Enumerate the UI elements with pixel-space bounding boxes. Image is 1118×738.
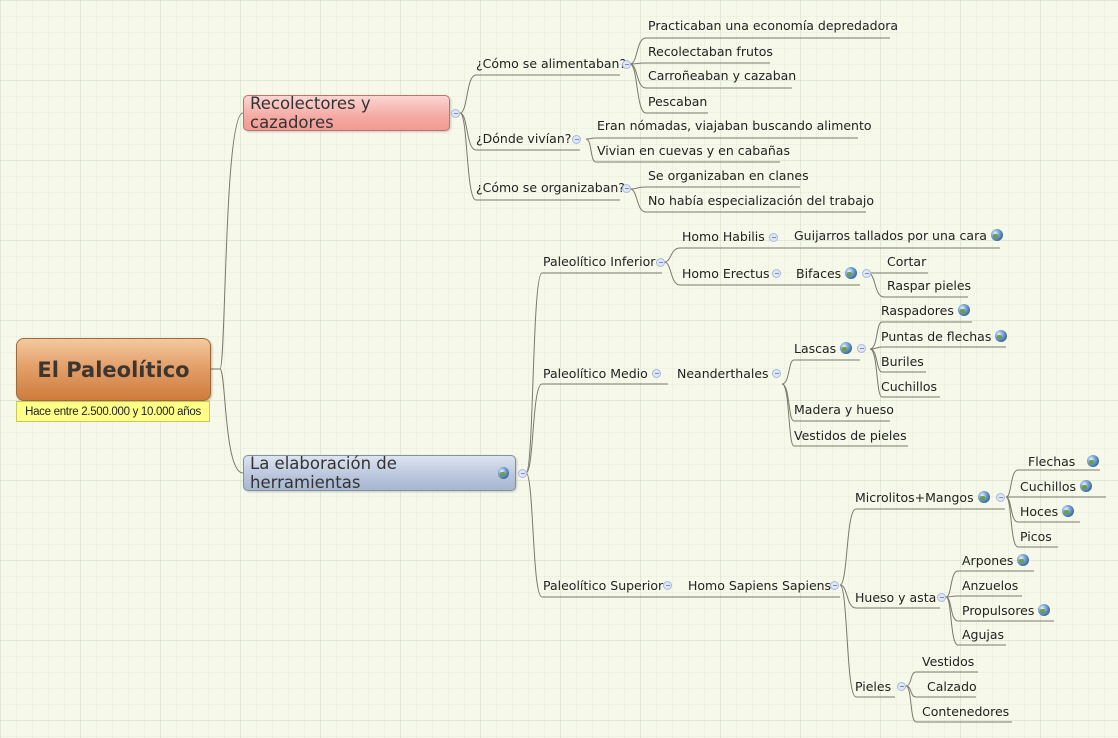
leaf-node[interactable]: Buriles <box>881 354 924 369</box>
topic-label: La elaboración de herramientas <box>250 454 397 492</box>
leaf-node[interactable]: Pescaban <box>648 94 708 109</box>
subtopic-paleolitico-inferior[interactable]: Paleolítico Inferior <box>543 254 656 269</box>
leaf-node[interactable]: Contenedores <box>922 704 1010 719</box>
globe-icon[interactable] <box>840 342 853 354</box>
leaf-label: Cuchillos <box>1020 479 1077 494</box>
leaf-label: Hoces <box>1020 504 1059 519</box>
collapse-minus-icon[interactable] <box>622 184 631 193</box>
collapse-minus-icon[interactable] <box>937 593 946 602</box>
leaf-node[interactable]: Flechas <box>1028 454 1100 470</box>
collapse-minus-icon[interactable] <box>572 135 581 144</box>
leaf-node[interactable]: Recolectaban frutos <box>648 44 773 59</box>
leaf-node[interactable]: Madera y hueso <box>794 402 894 417</box>
leaf-node[interactable]: Raspadores <box>881 303 970 319</box>
callout-text: Hace entre 2.500.000 y 10.000 años <box>25 405 201 418</box>
globe-icon[interactable] <box>497 467 509 479</box>
subtopic-vivian[interactable]: ¿Dónde vivían? <box>476 131 572 146</box>
leaf-node[interactable]: No había especialización del trabajo <box>648 193 874 208</box>
leaf-node[interactable]: Calzado <box>927 679 977 694</box>
node-homo-sapiens[interactable]: Homo Sapiens Sapiens <box>688 578 832 593</box>
globe-icon[interactable] <box>1080 480 1093 492</box>
globe-icon[interactable] <box>1062 505 1075 517</box>
node-lascas[interactable]: Lascas <box>794 341 853 357</box>
leaf-node[interactable]: Raspar pieles <box>887 278 972 293</box>
topic-herramientas[interactable]: La elaboración de herramientas <box>243 454 516 492</box>
globe-icon[interactable] <box>995 330 1008 342</box>
node-label: Bifaces <box>796 266 842 281</box>
leaf-node[interactable]: Arpones <box>962 553 1030 569</box>
topic-label: Recolectores y cazadores <box>250 94 371 132</box>
leaf-node[interactable]: Vestidos <box>922 654 975 669</box>
leaf-label: Flechas <box>1028 454 1076 469</box>
leaf-node[interactable]: Cuchillos <box>881 379 938 394</box>
subtopic-paleolitico-superior[interactable]: Paleolítico Superior <box>543 578 664 593</box>
node-homo-erectus[interactable]: Homo Erectus <box>682 266 770 281</box>
central-topic-label: El Paleolítico <box>37 357 190 382</box>
collapse-minus-icon[interactable] <box>772 269 781 278</box>
leaf-node[interactable]: Guijarros tallados por una cara <box>794 228 1003 244</box>
collapse-minus-icon[interactable] <box>769 233 778 242</box>
collapse-minus-icon[interactable] <box>663 581 672 590</box>
globe-icon[interactable] <box>1087 455 1100 467</box>
globe-icon[interactable] <box>957 304 970 316</box>
collapse-minus-icon[interactable] <box>772 369 781 378</box>
subtopic-alimentaban[interactable]: ¿Cómo se alimentaban? <box>476 56 627 71</box>
globe-icon[interactable] <box>1038 604 1051 616</box>
leaf-label: Arpones <box>962 553 1014 568</box>
callout-note[interactable]: Hace entre 2.500.000 y 10.000 años <box>16 401 210 422</box>
topic-recolectores[interactable]: Recolectores y cazadores <box>243 94 450 132</box>
collapse-minus-icon[interactable] <box>830 581 839 590</box>
leaf-label: Puntas de flechas <box>881 329 992 344</box>
subtopic-organizaban[interactable]: ¿Cómo se organizaban? <box>476 180 625 195</box>
central-topic[interactable]: El Paleolítico <box>16 338 211 401</box>
collapse-minus-icon[interactable] <box>652 369 661 378</box>
subtopic-paleolitico-medio[interactable]: Paleolítico Medio <box>543 366 648 381</box>
leaf-node[interactable]: Propulsores <box>962 603 1051 619</box>
collapse-minus-icon[interactable] <box>451 109 460 118</box>
collapse-minus-icon[interactable] <box>518 469 527 478</box>
collapse-minus-icon[interactable] <box>996 493 1005 502</box>
node-pieles[interactable]: Pieles <box>855 679 892 694</box>
leaf-node[interactable]: Carroñeaban y cazaban <box>648 68 797 83</box>
node-bifaces[interactable]: Bifaces <box>796 266 858 282</box>
globe-icon[interactable] <box>990 229 1003 241</box>
collapse-minus-icon[interactable] <box>656 258 665 267</box>
globe-icon[interactable] <box>845 267 858 279</box>
leaf-node[interactable]: Puntas de flechas <box>881 329 1008 345</box>
collapse-minus-icon[interactable] <box>857 344 866 353</box>
leaf-node[interactable]: Practicaban una economía depredadora <box>648 18 899 33</box>
node-label: Microlitos+Mangos <box>855 490 974 505</box>
leaf-node[interactable]: Vivian en cuevas y en cabañas <box>597 143 790 158</box>
node-label: Lascas <box>794 341 837 356</box>
leaf-node[interactable]: Picos <box>1020 529 1052 544</box>
collapse-minus-icon[interactable] <box>862 269 871 278</box>
node-microlitos[interactable]: Microlitos+Mangos <box>855 490 990 506</box>
leaf-node[interactable]: Anzuelos <box>962 578 1019 593</box>
node-homo-habilis[interactable]: Homo Habilis <box>682 229 765 244</box>
globe-icon[interactable] <box>977 491 990 503</box>
leaf-node[interactable]: Agujas <box>962 627 1005 642</box>
node-neanderthales[interactable]: Neanderthales <box>677 366 769 381</box>
collapse-minus-icon[interactable] <box>622 60 631 69</box>
leaf-label: Guijarros tallados por una cara <box>794 228 987 243</box>
leaf-label: Propulsores <box>962 603 1035 618</box>
globe-icon[interactable] <box>1017 554 1030 566</box>
leaf-node[interactable]: Cortar <box>887 254 927 269</box>
leaf-node[interactable]: Vestidos de pieles <box>794 428 907 443</box>
leaf-node[interactable]: Hoces <box>1020 504 1075 520</box>
leaf-node[interactable]: Eran nómadas, viajaban buscando alimento <box>597 118 872 133</box>
leaf-node[interactable]: Se organizaban en clanes <box>648 168 809 183</box>
leaf-label: Raspadores <box>881 303 954 318</box>
collapse-minus-icon[interactable] <box>897 682 906 691</box>
leaf-node[interactable]: Cuchillos <box>1020 479 1093 495</box>
node-hueso-asta[interactable]: Hueso y asta <box>855 590 937 605</box>
